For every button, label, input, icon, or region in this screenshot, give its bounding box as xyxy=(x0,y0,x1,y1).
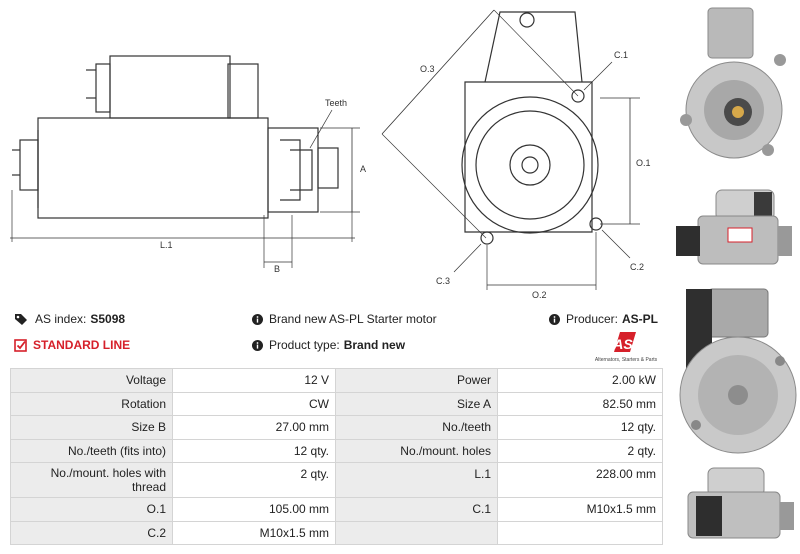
photo-side-2 xyxy=(668,462,800,554)
standard-line-label: STANDARD LINE xyxy=(33,338,131,352)
spec-label: O.1 xyxy=(10,497,173,522)
tags-icon xyxy=(14,313,29,326)
spec-value: 82.50 mm xyxy=(497,391,663,416)
info-icon xyxy=(548,313,560,325)
spec-label: C.1 xyxy=(335,497,498,522)
table-row: C.2 M10x1.5 mm xyxy=(10,520,663,545)
spec-value xyxy=(497,520,663,545)
product-type-value: Brand new xyxy=(343,338,406,352)
photo-rear xyxy=(668,285,800,460)
description-row: Brand new AS-PL Starter motor xyxy=(252,312,437,326)
label-o2: O.2 xyxy=(532,290,547,300)
hole-c1 xyxy=(571,89,585,103)
table-row: Size B 27.00 mm No./teeth 12 qty. xyxy=(10,415,663,440)
table-row: O.1 105.00 mm C.1 M10x1.5 mm xyxy=(10,497,663,522)
label-c1: C.1 xyxy=(614,50,628,60)
producer-value: AS-PL xyxy=(622,312,658,326)
checkbox-icon xyxy=(14,338,27,352)
drawing-svg: Teeth A B L.1 O.1 O.2 O.3 C.1 C.2 C.3 xyxy=(10,9,651,300)
as-index-row: AS index: S5098 xyxy=(14,312,125,326)
logo-tagline: Alternators, Starters & Parts xyxy=(595,357,658,363)
spec-value: 12 qty. xyxy=(172,438,336,463)
spec-label: No./mount. holes with thread xyxy=(10,462,173,498)
spec-label: No./mount. holes xyxy=(335,438,498,463)
spec-value: 2.00 kW xyxy=(497,368,663,393)
label-c3: C.3 xyxy=(436,276,450,286)
spec-label: No./teeth xyxy=(335,415,498,440)
solenoid xyxy=(109,55,231,119)
motor-body xyxy=(37,117,269,219)
label-l1: L.1 xyxy=(160,240,173,250)
table-row: Voltage 12 V Power 2.00 kW xyxy=(10,368,663,393)
label-b: B xyxy=(274,264,280,274)
spec-value: 27.00 mm xyxy=(172,415,336,440)
spec-value: M10x1.5 mm xyxy=(497,497,663,522)
spec-label xyxy=(335,520,498,545)
spec-value: 228.00 mm xyxy=(497,462,663,498)
spec-label: L.1 xyxy=(335,462,498,498)
photo-front xyxy=(668,0,800,178)
spec-label: Size B xyxy=(10,415,173,440)
label-o1: O.1 xyxy=(636,158,651,168)
table-row: No./teeth (fits into) 12 qty. No./mount.… xyxy=(10,438,663,463)
spec-value: 105.00 mm xyxy=(172,497,336,522)
front-flange xyxy=(464,81,593,233)
product-type-row: Product type: Brand new xyxy=(252,338,405,352)
product-info: AS index: S5098 STANDARD LINE Brand new … xyxy=(14,310,664,360)
spec-label: Power xyxy=(335,368,498,393)
spec-label: C.2 xyxy=(10,520,173,545)
standard-line-row: STANDARD LINE xyxy=(14,338,130,352)
producer-row: Producer: AS-PL xyxy=(548,312,658,326)
table-row: No./mount. holes with thread 2 qty. L.1 … xyxy=(10,462,663,498)
label-c2: C.2 xyxy=(630,262,644,272)
spec-label: Voltage xyxy=(10,368,173,393)
spec-value: M10x1.5 mm xyxy=(172,520,336,545)
label-teeth: Teeth xyxy=(325,98,347,108)
spec-value: CW xyxy=(172,391,336,416)
spec-label: Rotation xyxy=(10,391,173,416)
spec-value: 12 V xyxy=(172,368,336,393)
technical-drawing: Teeth A B L.1 O.1 O.2 O.3 C.1 C.2 C.3 xyxy=(0,0,665,305)
table-row: Rotation CW Size A 82.50 mm xyxy=(10,391,663,416)
photo-side xyxy=(668,180,800,275)
info-icon xyxy=(252,313,263,325)
description-text: Brand new AS-PL Starter motor xyxy=(269,312,437,326)
label-o3: O.3 xyxy=(420,64,435,74)
as-pl-logo: AS Alternators, Starters & Parts xyxy=(590,330,662,364)
as-index-label: AS index: xyxy=(35,312,87,326)
spec-label: No./teeth (fits into) xyxy=(10,438,173,463)
product-photos xyxy=(668,0,800,554)
hole-c3 xyxy=(480,231,494,245)
as-index-value: S5098 xyxy=(90,312,126,326)
logo-mark: AS xyxy=(612,336,633,352)
product-type-label: Product type: xyxy=(269,338,340,352)
producer-label: Producer: xyxy=(565,312,618,326)
spec-value: 2 qty. xyxy=(497,438,663,463)
specs-table: Voltage 12 V Power 2.00 kW Rotation CW S… xyxy=(10,368,663,545)
label-a: A xyxy=(360,164,366,174)
spec-value: 2 qty. xyxy=(172,462,336,498)
spec-label: Size A xyxy=(335,391,498,416)
info-icon xyxy=(252,339,263,351)
spec-value: 12 qty. xyxy=(497,415,663,440)
front-housing-outer xyxy=(461,96,599,234)
